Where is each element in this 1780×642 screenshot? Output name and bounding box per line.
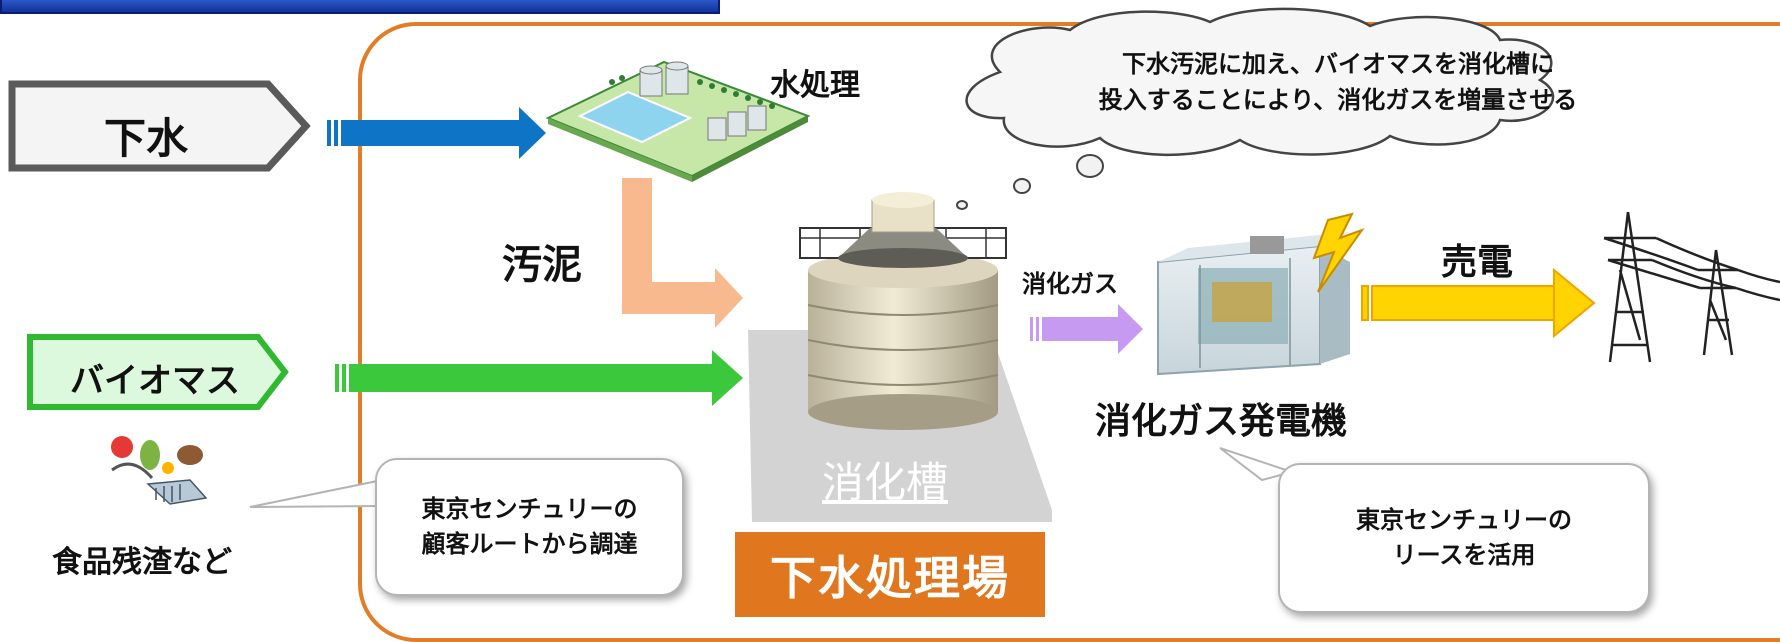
biomass-input-box	[27, 334, 289, 410]
procurement-line-1: 東京センチュリーの	[421, 495, 638, 523]
water-treatment-plant-icon	[545, 60, 811, 182]
sludge-label: 汚泥	[502, 242, 582, 288]
food-waste-icon	[111, 436, 208, 505]
lightning-icon	[1312, 212, 1365, 293]
lease-callout: 東京センチュリーの リースを活用	[1278, 463, 1650, 613]
flow-graphics	[8, 7, 1780, 522]
sewage-arrow	[327, 107, 546, 159]
procurement-callout-tail	[249, 476, 394, 508]
procurement-line-2: 顧客ルートから調達	[421, 530, 638, 558]
sludge-arrow	[622, 178, 743, 328]
cloud-line-1: 下水汚泥に加え、バイオマスを消化槽に	[1122, 50, 1554, 78]
cloud-line-2: 投入することにより、消化ガスを増量させる	[1098, 86, 1578, 114]
lease-callout-tail	[1219, 447, 1296, 482]
cloud-text: 下水汚泥に加え、バイオマスを消化槽に 投入することにより、消化ガスを増量させる	[1038, 46, 1638, 118]
power-tower-icon	[1603, 211, 1780, 363]
gas-generator-icon	[1157, 232, 1350, 376]
lease-line-2: リースを活用	[1392, 541, 1536, 569]
lease-line-1: 東京センチュリーの	[1356, 506, 1572, 534]
food-waste-label: 食品残渣など	[52, 545, 232, 580]
procurement-callout: 東京センチュリーの 顧客ルートから調達	[375, 458, 684, 596]
generator-label: 消化ガス発電機	[1095, 401, 1348, 442]
digester-label: 消化槽	[822, 458, 949, 507]
digestion-gas-label: 消化ガス	[1022, 270, 1118, 298]
power-sale-arrow	[1361, 267, 1596, 339]
sewage-label: 下水	[104, 114, 189, 163]
biomass-label: バイオマス	[70, 361, 240, 401]
sewage-input-box	[8, 80, 311, 172]
sewage-plant-label: 下水処理場	[735, 532, 1045, 617]
power-sale-label: 売電	[1441, 242, 1514, 283]
water-treatment-label: 水処理	[770, 68, 860, 103]
thought-cloud	[956, 7, 1555, 210]
title-bar-fragment	[0, 0, 720, 14]
digestion-gas-arrow	[1030, 304, 1143, 354]
digester-tank-icon	[799, 192, 1007, 430]
biomass-arrow	[335, 350, 743, 406]
